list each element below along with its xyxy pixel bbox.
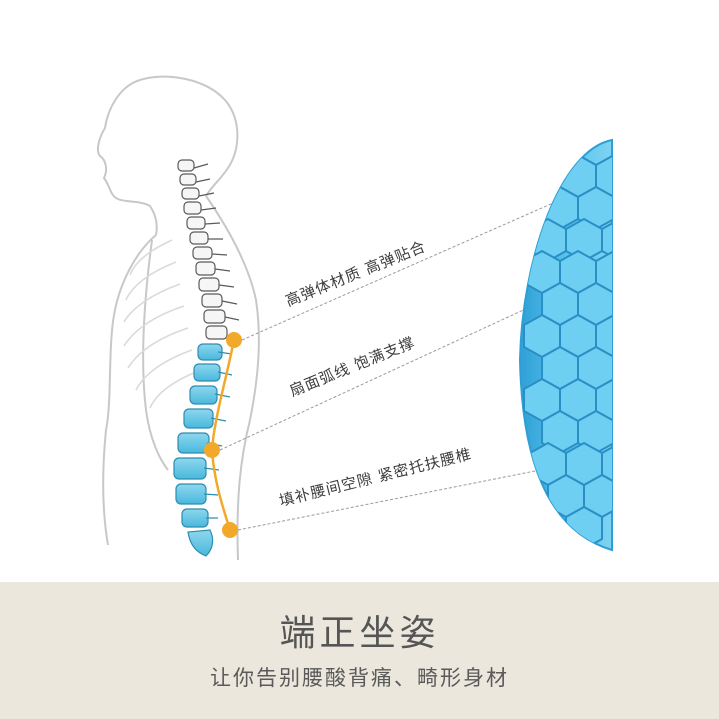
marker-upper — [226, 332, 242, 348]
support-line — [204, 332, 242, 538]
marker-lower — [222, 522, 238, 538]
upper-spine — [177, 159, 240, 340]
lumbar-spine — [173, 343, 233, 557]
product-illustration — [96, 75, 613, 561]
gel-cushion — [518, 138, 613, 552]
rib-cage — [123, 239, 197, 409]
banner-subtitle: 让你告别腰酸背痛、畸形身材 — [210, 666, 509, 690]
banner-title: 端正坐姿 — [279, 613, 440, 654]
marker-middle — [204, 442, 220, 458]
bottom-banner: 端正坐姿 让你告别腰酸背痛、畸形身材 — [0, 582, 719, 719]
leader-lines — [219, 199, 561, 531]
human-body-outline — [96, 75, 260, 561]
